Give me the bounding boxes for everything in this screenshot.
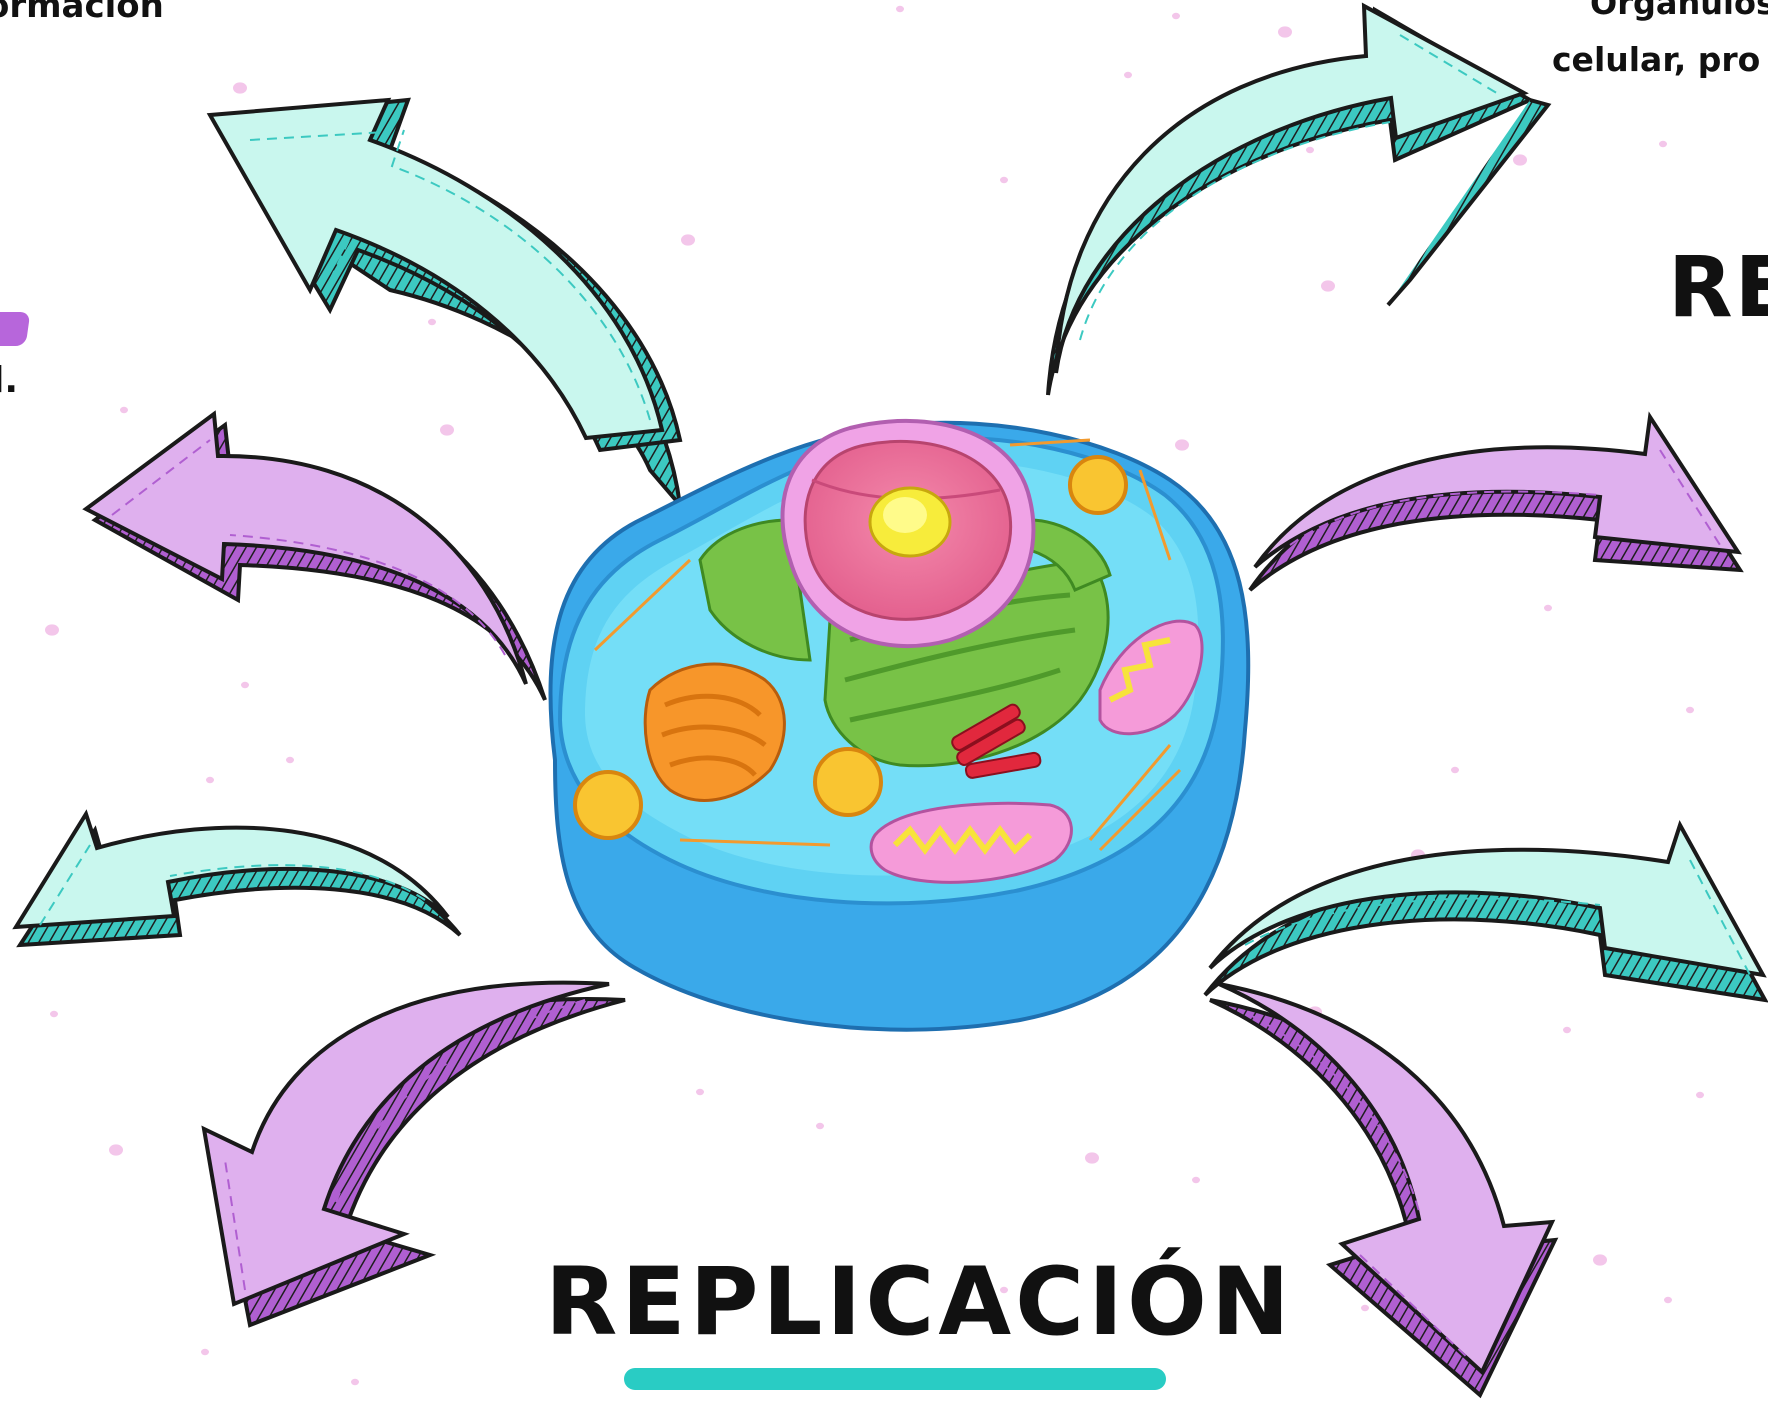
- text-top-right-line2: celular, pro: [1552, 40, 1761, 79]
- background-dot: [120, 406, 128, 414]
- background-dot: [1593, 1254, 1607, 1266]
- animal-cell: [548, 418, 1251, 1032]
- text-top-left: ormación: [0, 0, 164, 26]
- background-dot: [1361, 1304, 1369, 1312]
- arrow-left-lower: [12, 809, 462, 948]
- arrow-bottom-right: [1209, 982, 1559, 1399]
- golgi-apparatus: [643, 662, 786, 802]
- background-dot: [440, 424, 454, 436]
- nucleus: [780, 418, 1036, 649]
- background-dot: [1278, 26, 1292, 38]
- background-dot: [1172, 12, 1180, 20]
- arrow-right-lower: [1203, 819, 1768, 1003]
- background-dot: [1085, 1152, 1099, 1164]
- title-replicacion: REPLICACIÓN: [545, 1248, 1294, 1357]
- background-dot: [1686, 706, 1694, 714]
- background-dot: [1306, 146, 1314, 154]
- background-dot: [1321, 280, 1335, 292]
- background-dot: [1000, 176, 1008, 184]
- background-dot: [428, 318, 436, 326]
- mitochondria: [869, 619, 1204, 884]
- background-dot: [233, 82, 247, 94]
- background-dot: [1513, 154, 1527, 166]
- background-dot: [1563, 1026, 1571, 1034]
- arrow-left-upper: [82, 410, 547, 701]
- background-dot: [696, 1088, 704, 1096]
- background-dot: [45, 624, 59, 636]
- background-dot: [1659, 140, 1667, 148]
- arrow-bottom-left: [201, 980, 626, 1328]
- cytoskeleton: [593, 438, 1182, 852]
- centrioles: [951, 703, 1042, 779]
- vesicles: [573, 455, 1128, 840]
- title-underline: [624, 1368, 1166, 1390]
- background-dot: [896, 5, 904, 13]
- background-dot: [1544, 604, 1552, 612]
- arrow-top-right: [1046, 2, 1552, 396]
- background-dot: [1664, 1296, 1672, 1304]
- background-dot: [816, 1122, 824, 1130]
- background-dot: [1000, 1286, 1008, 1294]
- background-dot: [206, 776, 214, 784]
- background-dot: [1124, 71, 1132, 79]
- arrow-right-upper: [1248, 411, 1744, 592]
- text-top-right-line1: Orgánulos: [1590, 0, 1768, 22]
- background-dot: [109, 1144, 123, 1156]
- background-dot: [50, 1010, 58, 1018]
- background-dot: [1696, 1091, 1704, 1099]
- background-dot: [1451, 766, 1459, 774]
- background-dot: [681, 234, 695, 246]
- background-dot: [1175, 439, 1189, 451]
- background-dot: [201, 1348, 209, 1356]
- background-dot: [241, 681, 249, 689]
- text-left-fragment: l.: [0, 360, 19, 401]
- arrow-top-left: [206, 97, 683, 512]
- background-dot: [1192, 1176, 1200, 1184]
- background-dot: [286, 756, 294, 764]
- background-dot: [351, 1378, 359, 1386]
- heading-right-fragment: RE: [1668, 238, 1768, 336]
